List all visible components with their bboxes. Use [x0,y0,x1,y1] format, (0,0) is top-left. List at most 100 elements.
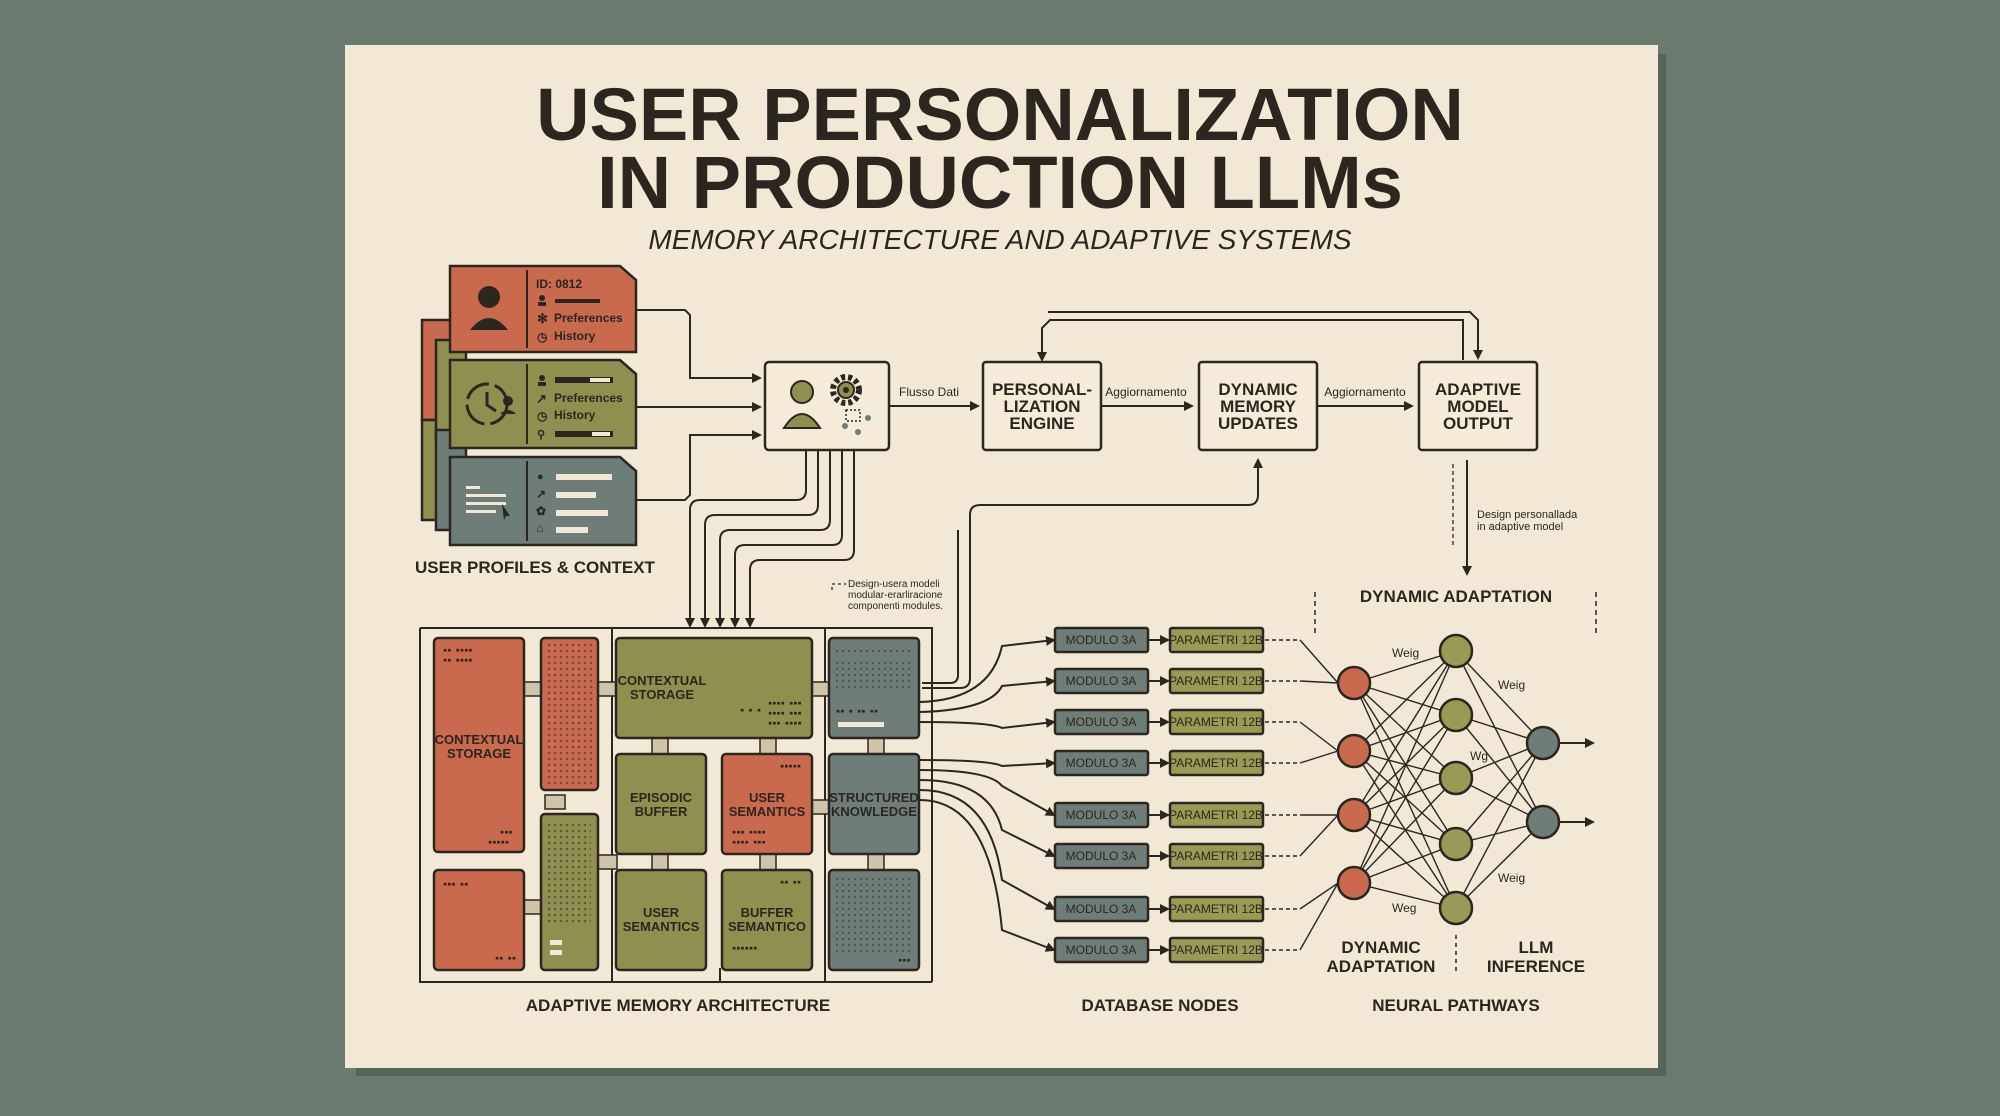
param-box[interactable] [1168,801,1265,829]
param-box[interactable] [1168,708,1265,736]
module-label: MODULO 3A [1066,715,1137,729]
neuron-hidden[interactable] [1438,633,1474,669]
svg-text:▪▪▪ ▪▪▪▪: ▪▪▪ ▪▪▪▪ [732,828,766,836]
dotted-slate-block[interactable]: ▪▪▪ [827,868,921,972]
output-edge [1455,714,1544,823]
user-profiles-label: USER PROFILES & CONTEXT [415,558,656,577]
structured-knowledge-top-block[interactable]: ▪▪ ▪ ▪▪ ▪▪ [827,636,921,740]
neuron-input[interactable] [1336,733,1372,769]
svg-text:▪▪▪: ▪▪▪ [898,956,911,964]
svg-text:▪▪▪▪▪: ▪▪▪▪▪ [780,762,801,770]
output-line-2: MODEL [1447,397,1508,416]
contextual-storage-line-1: CONTEXTUAL [618,673,707,688]
engine-line-3: ENGINE [1009,414,1074,433]
svg-text:▪▪▪▪ ▪▪▪: ▪▪▪▪ ▪▪▪ [768,699,802,707]
llm-inference-line-1: LLM [1519,938,1554,957]
user-semantics-bottom-block[interactable]: USER SEMANTICS [614,868,708,972]
dotted-memory-block[interactable] [539,636,600,792]
user-semantics-top-block[interactable]: ▪▪▪▪▪ USER SEMANTICS ▪▪▪ ▪▪▪▪ ▪▪▪▪ ▪▪▪ [720,752,814,856]
param-box[interactable] [1168,936,1265,964]
card2-history: History [554,408,596,422]
person-icon-3: ● [537,471,544,483]
neuron-input[interactable] [1336,865,1372,901]
neuron-hidden[interactable] [1438,697,1474,733]
card2-preferences: Preferences [554,391,623,405]
dynamic-adaptation-header: DYNAMIC ADAPTATION [1360,587,1552,606]
input-edge [1299,750,1339,764]
dynamic-adaptation-bottom-line-2: ADAPTATION [1327,957,1436,976]
bar-column-block[interactable] [539,812,600,972]
subtitle: MEMORY ARCHITECTURE AND ADAPTIVE SYSTEMS [648,224,1352,255]
svg-text:▪▪▪▪ ▪▪▪: ▪▪▪▪ ▪▪▪ [732,838,766,846]
down-note-line-2: in adaptive model [1477,521,1563,533]
hidden-edge [1353,682,1457,779]
profile-card-2[interactable]: ↗ Preferences ◷ History ⚲ [448,358,638,450]
profile-card-1[interactable]: ID: 0812 ✻ Preferences ◷ History [448,264,638,354]
adaptive-memory-architecture-label: ADAPTIVE MEMORY ARCHITECTURE [526,996,830,1015]
processor-node[interactable] [763,360,891,452]
svg-text:▪▪ ▪▪▪▪: ▪▪ ▪▪▪▪ [443,646,473,654]
svg-text:▪▪▪▪▪: ▪▪▪▪▪ [488,838,509,846]
param-box[interactable] [1168,667,1265,695]
neuron-output[interactable] [1525,725,1561,761]
svg-text:▪▪▪: ▪▪▪ [500,828,513,836]
personalization-engine-node[interactable]: PERSONAL- LIZATION ENGINE [981,360,1103,452]
dynamic-memory-updates-node[interactable]: DYNAMIC MEMORY UPDATES [1197,360,1319,452]
svg-text:▪▪▪ ▪▪▪▪: ▪▪▪ ▪▪▪▪ [768,719,802,727]
param-box[interactable] [1168,626,1265,654]
output-edge [1455,650,1544,823]
hidden-edge [1353,714,1457,884]
module-label: MODULO 3A [1066,756,1137,770]
neuron-hidden[interactable] [1438,826,1474,862]
param-box[interactable] [1168,842,1265,870]
hidden-edge [1353,650,1457,884]
module-label: MODULO 3A [1066,633,1137,647]
episodic-buffer-block[interactable]: EPISODIC BUFFER [614,752,708,856]
param-box[interactable] [1168,749,1265,777]
neuron-input[interactable] [1336,797,1372,833]
input-edge [1299,882,1339,910]
contextual-storage-block[interactable]: CONTEXTUAL STORAGE ▪ ▪ ▪ ▪▪▪▪ ▪▪▪ ▪▪▪▪ ▪… [614,636,814,740]
hidden-edge [1353,714,1457,816]
neuron-output[interactable] [1525,804,1561,840]
contextual-storage-tall-block[interactable]: ▪▪ ▪▪▪▪ ▪▪ ▪▪▪▪ CONTEXTUAL STORAGE ▪▪▪ ▪… [432,636,526,854]
neuron-hidden[interactable] [1438,890,1474,926]
param-label: PARAMETRI 12B [1169,633,1263,647]
neuron-hidden[interactable] [1438,760,1474,796]
structured-knowledge-line-2: KNOWLEDGE [831,804,917,819]
hidden-edge [1353,843,1457,884]
flow-connectors [636,309,1483,689]
neuron-input[interactable] [1336,665,1372,701]
title-line-1: USER PERSONALIZATION [536,73,1464,156]
person-small-icon-2 [538,375,546,386]
buffer-semantico-line-1: BUFFER [741,905,794,920]
database-row[interactable]: MODULO 3A PARAMETRI 12B [1053,626,1265,654]
buffer-semantico-block[interactable]: ▪▪ ▪▪ BUFFER SEMANTICO ▪▪▪▪▪▪ [720,868,814,972]
param-label: PARAMETRI 12B [1169,808,1263,822]
output-edge [1455,650,1544,744]
hidden-edge [1353,777,1457,884]
down-note-line-1: Design personallada [1477,509,1578,521]
trend-icon-3: ↗ [536,487,546,501]
network-icon [842,409,871,435]
engine-line-1: PERSONAL- [992,380,1092,399]
adaptive-model-output-node[interactable]: ADAPTIVE MODEL OUTPUT [1417,360,1539,452]
profile-card-3[interactable]: ● ↗ ✿ ⌂ [448,455,638,547]
svg-text:▪▪ ▪▪: ▪▪ ▪▪ [780,878,801,886]
input-edge [1299,639,1339,684]
database-connectors [919,635,1300,952]
param-box[interactable] [1168,895,1265,923]
hidden-edge [1353,650,1457,684]
small-red-block[interactable]: ▪▪▪ ▪▪ ▪▪ ▪▪ [432,868,526,972]
module-label: MODULO 3A [1066,849,1137,863]
structured-knowledge-block[interactable]: STRUCTURED KNOWLEDGE [827,752,921,856]
weight-label-5: Weg [1392,901,1416,915]
